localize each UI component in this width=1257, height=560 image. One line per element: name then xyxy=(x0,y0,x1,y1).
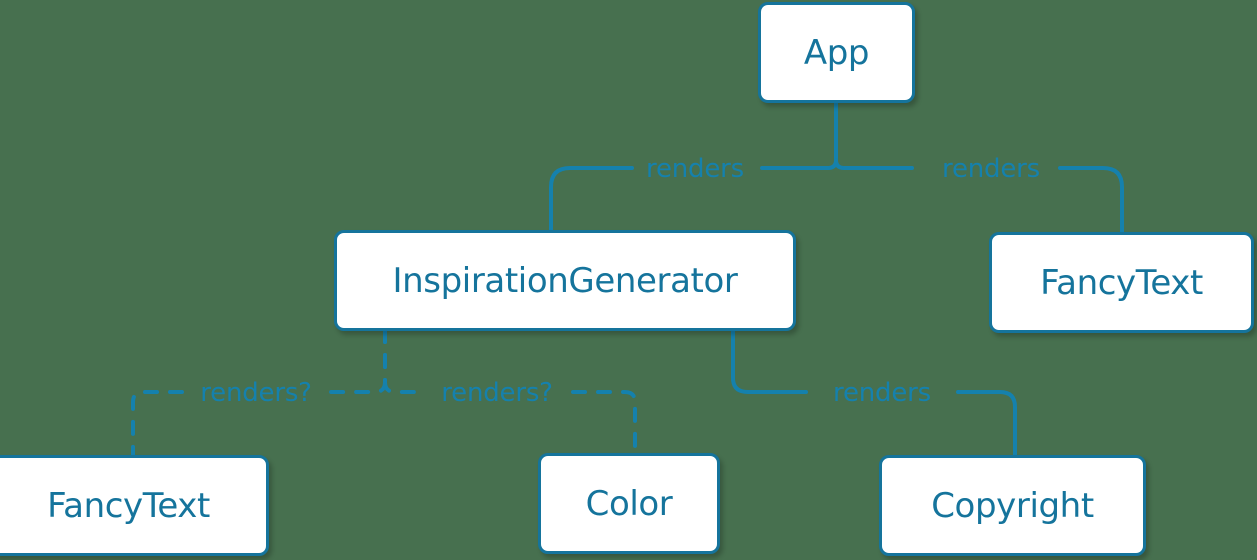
node-copyright-label: Copyright xyxy=(931,485,1094,526)
node-fancytext-bottom[interactable]: FancyText xyxy=(0,455,269,556)
node-fancytext-right[interactable]: FancyText xyxy=(989,232,1254,333)
node-fancytext-bottom-label: FancyText xyxy=(47,485,210,526)
node-color-label: Color xyxy=(585,483,673,524)
edge-label-inspirationgenerator-to-fancytext: renders? xyxy=(200,378,312,408)
edge-label-app-to-fancytext: renders xyxy=(942,154,1040,184)
node-app[interactable]: App xyxy=(758,2,915,103)
node-inspirationgenerator[interactable]: InspirationGenerator xyxy=(334,230,796,331)
node-color[interactable]: Color xyxy=(538,453,720,554)
edge-app-to-fancytext xyxy=(842,166,1124,236)
edge-app-stem xyxy=(834,101,846,170)
edge-label-app-to-inspirationgenerator: renders xyxy=(646,154,744,184)
edge-app-to-inspirationgenerator xyxy=(549,166,830,234)
edge-inspirationgenerator-to-copyright xyxy=(731,328,1017,458)
edge-label-inspirationgenerator-to-color: renders? xyxy=(441,378,553,408)
edge-inspirationgenerator-to-color xyxy=(383,328,637,457)
node-app-label: App xyxy=(803,32,870,73)
edge-label-inspirationgenerator-to-copyright: renders xyxy=(833,378,931,408)
node-copyright[interactable]: Copyright xyxy=(879,455,1146,556)
node-fancytext-right-label: FancyText xyxy=(1040,262,1203,303)
node-inspirationgenerator-label: InspirationGenerator xyxy=(392,260,738,301)
